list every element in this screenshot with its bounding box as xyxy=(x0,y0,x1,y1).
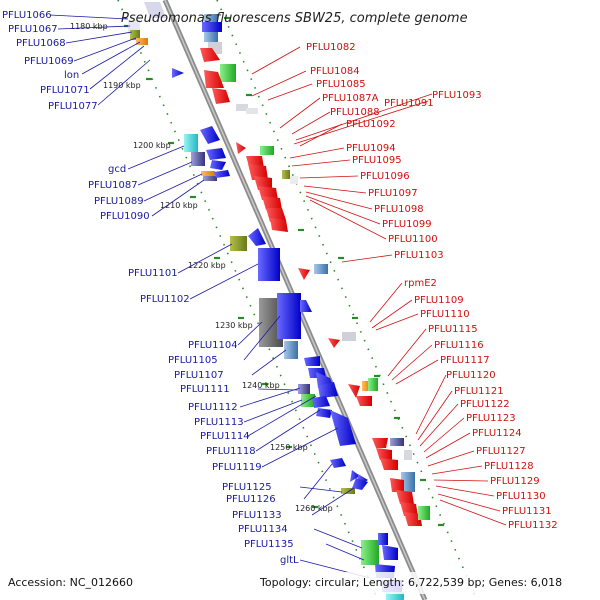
gene-label[interactable]: PFLU1077 xyxy=(48,101,98,112)
gene-label[interactable]: PFLU1107 xyxy=(174,370,224,381)
gene-label[interactable]: PFLU1118 xyxy=(206,446,256,457)
kbp-label: 1220 kbp xyxy=(188,261,226,270)
gene-label[interactable]: PFLU1112 xyxy=(188,402,238,413)
gene-label[interactable]: PFLU1105 xyxy=(168,355,218,366)
gene-label[interactable]: PFLU1066 xyxy=(2,10,52,21)
gene-label[interactable]: PFLU1082 xyxy=(306,42,356,53)
gene-label[interactable]: PFLU1109 xyxy=(414,295,464,306)
kbp-label: 1260 kbp xyxy=(295,504,333,513)
kbp-label: 1200 kbp xyxy=(133,141,171,150)
gene-label[interactable]: PFLU1121 xyxy=(454,386,504,397)
accession-text: Accession: NC_012660 xyxy=(8,576,133,589)
gene-label[interactable]: PFLU1120 xyxy=(446,370,496,381)
gene-label[interactable]: PFLU1084 xyxy=(310,66,360,77)
gene-label[interactable]: PFLU1104 xyxy=(188,340,238,351)
gene-label[interactable]: PFLU1115 xyxy=(428,324,478,335)
gene-label[interactable]: PFLU1093 xyxy=(432,90,482,101)
gene-label[interactable]: gcd xyxy=(108,164,126,175)
gene-label[interactable]: PFLU1119 xyxy=(212,462,262,473)
gene-label[interactable]: PFLU1124 xyxy=(472,428,522,439)
gene-label[interactable]: PFLU1097 xyxy=(368,188,418,199)
gene-label[interactable]: PFLU1095 xyxy=(352,155,402,166)
genome-title: Pseudomonas fluorescens SBW25, complete … xyxy=(121,11,468,26)
gene-label[interactable]: PFLU1127 xyxy=(476,446,526,457)
gene-label[interactable]: PFLU1089 xyxy=(94,196,144,207)
gene-label[interactable]: PFLU1087A xyxy=(322,93,379,104)
left-gene-labels: PFLU1066 PFLU1067 PFLU1068 PFLU1069 lon … xyxy=(2,10,299,566)
gene-label[interactable]: PFLU1132 xyxy=(508,520,558,531)
gene-label[interactable]: PFLU1122 xyxy=(460,399,510,410)
gene-label[interactable]: PFLU1092 xyxy=(346,119,396,130)
gene-label[interactable]: PFLU1114 xyxy=(200,431,250,442)
gene-label[interactable]: PFLU1117 xyxy=(440,355,490,366)
kbp-label: 1210 kbp xyxy=(160,201,198,210)
right-connectors xyxy=(251,46,507,526)
gene-label[interactable]: PFLU1116 xyxy=(434,340,484,351)
gene-label[interactable]: PFLU1067 xyxy=(8,24,58,35)
gene-label[interactable]: PFLU1130 xyxy=(496,491,546,502)
gene-label[interactable]: PFLU1110 xyxy=(420,309,470,320)
kbp-label: 1240 kbp xyxy=(242,381,280,390)
gene-label[interactable]: PFLU1101 xyxy=(128,268,178,279)
gene-label[interactable]: PFLU1125 xyxy=(222,482,272,493)
gene-label[interactable]: PFLU1094 xyxy=(346,143,396,154)
gene-label[interactable]: PFLU1111 xyxy=(180,384,230,395)
kbp-label: 1180 kbp xyxy=(70,22,108,31)
kbp-label: 1230 kbp xyxy=(215,321,253,330)
gene-label[interactable]: PFLU1090 xyxy=(100,211,150,222)
gene-label[interactable]: PFLU1096 xyxy=(360,171,410,182)
kbp-label: 1250 kbp xyxy=(270,443,308,452)
gene-label[interactable]: PFLU1068 xyxy=(16,38,66,49)
gene-label[interactable]: PFLU1131 xyxy=(502,506,552,517)
gene-label[interactable]: PFLU1091 xyxy=(384,98,434,109)
gene-label[interactable]: PFLU1113 xyxy=(194,417,244,428)
gene-label[interactable]: PFLU1103 xyxy=(394,250,444,261)
gene-label[interactable]: PFLU1088 xyxy=(330,107,380,118)
gene-label[interactable]: PFLU1128 xyxy=(484,461,534,472)
gene-label[interactable]: gltL xyxy=(280,555,299,566)
gene-label[interactable]: PFLU1069 xyxy=(24,56,74,67)
gene-label[interactable]: PFLU1099 xyxy=(382,219,432,230)
gene-label[interactable]: PFLU1087 xyxy=(88,180,138,191)
gene-label[interactable]: PFLU1102 xyxy=(140,294,190,305)
gene-label[interactable]: PFLU1126 xyxy=(226,494,276,505)
gene-label[interactable]: PFLU1129 xyxy=(490,476,540,487)
gene-label[interactable]: PFLU1133 xyxy=(232,510,282,521)
gene-label[interactable]: PFLU1134 xyxy=(238,524,288,535)
gene-label[interactable]: PFLU1085 xyxy=(316,79,366,90)
gene-label[interactable]: PFLU1135 xyxy=(244,539,294,550)
gene-label[interactable]: rpmE2 xyxy=(404,278,437,289)
gene-label[interactable]: PFLU1123 xyxy=(466,413,516,424)
kbp-label: 1190 kbp xyxy=(103,81,141,90)
genome-summary-text: Topology: circular; Length: 6,722,539 bp… xyxy=(259,576,562,589)
gene-label[interactable]: PFLU1100 xyxy=(388,234,438,245)
reverse-genes xyxy=(200,14,430,526)
gene-label[interactable]: lon xyxy=(64,70,79,81)
gene-label[interactable]: PFLU1071 xyxy=(40,85,90,96)
gene-label[interactable]: PFLU1098 xyxy=(374,204,424,215)
right-gene-labels: PFLU1082 PFLU1084 PFLU1085 PFLU1087A PFL… xyxy=(306,42,558,531)
